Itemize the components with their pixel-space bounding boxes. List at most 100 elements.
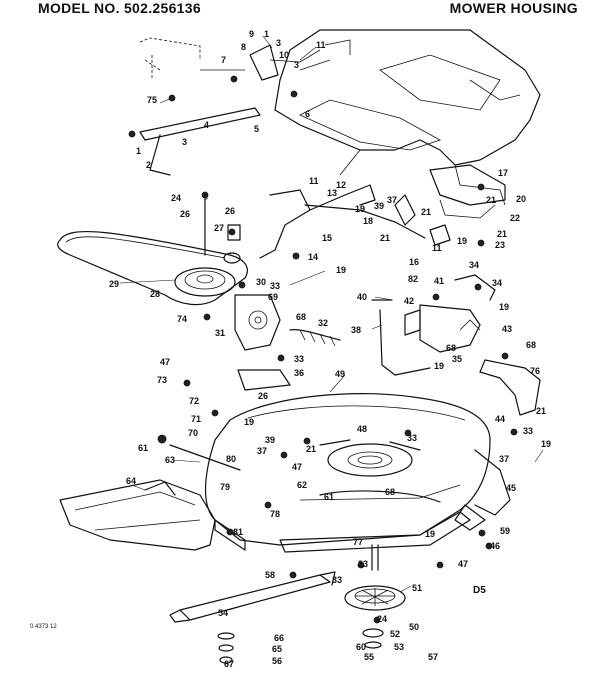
part-label-61: 61	[138, 443, 148, 453]
part-label-76: 76	[530, 366, 540, 376]
part-label-16: 16	[409, 257, 419, 267]
part-label-68c: 68	[526, 340, 536, 350]
part-label-19: 19	[355, 204, 365, 214]
part-label-68b: 68	[446, 343, 456, 353]
part-label-19b: 19	[457, 236, 467, 246]
part-label-3: 3	[276, 38, 281, 48]
part-label-63: 63	[165, 455, 175, 465]
part-label-31: 31	[215, 328, 225, 338]
part-label-78: 78	[270, 509, 280, 519]
part-label-65: 65	[272, 644, 282, 654]
part-label-19c: 19	[336, 265, 346, 275]
part-label-9: 9	[249, 29, 254, 39]
mower-deck	[205, 393, 511, 553]
part-label-21: 21	[421, 207, 431, 217]
part-label-21d: 21	[497, 229, 507, 239]
belt-pulley-assembly	[57, 194, 248, 306]
part-label-55: 55	[364, 652, 374, 662]
part-label-70: 70	[188, 428, 198, 438]
part-label-3c: 3	[182, 137, 187, 147]
part-label-34b: 34	[492, 278, 502, 288]
part-label-33c: 33	[523, 426, 533, 436]
part-label-33d: 33	[407, 433, 417, 443]
part-label-47: 47	[160, 357, 170, 367]
part-label-82: 82	[408, 274, 418, 284]
part-label-50: 50	[409, 622, 419, 632]
part-label-64: 64	[126, 476, 136, 486]
part-label-12: 12	[336, 180, 346, 190]
part-label-5: 5	[254, 124, 259, 134]
part-label-19e: 19	[434, 361, 444, 371]
rear-linkage	[371, 274, 541, 416]
fasteners	[128, 75, 518, 624]
part-label-24b: 24	[377, 614, 387, 624]
part-label-68d: 68	[385, 487, 395, 497]
part-label-8: 8	[241, 42, 246, 52]
part-label-47c: 47	[458, 559, 468, 569]
part-label-26c: 26	[258, 391, 268, 401]
part-label-69: 69	[268, 292, 278, 302]
part-label-73: 73	[157, 375, 167, 385]
part-label-49: 49	[335, 369, 345, 379]
part-label-21c: 21	[380, 233, 390, 243]
part-label-37c: 37	[499, 454, 509, 464]
part-label-26b: 26	[225, 206, 235, 216]
part-label-33f: 33	[332, 575, 342, 585]
figure-id: 0 4373 12	[30, 624, 57, 630]
part-label-43: 43	[502, 324, 512, 334]
part-label-51: 51	[412, 583, 422, 593]
part-label-18: 18	[363, 216, 373, 226]
part-label-57: 57	[428, 652, 438, 662]
part-label-3b: 3	[294, 60, 299, 70]
part-label-33: 33	[270, 281, 280, 291]
part-label-15: 15	[322, 233, 332, 243]
part-label-29: 29	[109, 279, 119, 289]
part-label-53: 53	[394, 642, 404, 652]
part-label-71: 71	[191, 414, 201, 424]
model-number: MODEL NO. 502.256136	[38, 0, 201, 16]
part-label-72: 72	[189, 396, 199, 406]
part-label-74: 74	[177, 314, 187, 324]
idler-bracket	[234, 294, 341, 391]
part-label-11b: 11	[309, 176, 319, 186]
part-label-62: 62	[297, 480, 307, 490]
part-label-7: 7	[221, 55, 226, 65]
part-label-61b: 61	[324, 492, 334, 502]
part-label-48: 48	[357, 424, 367, 434]
part-label-17: 17	[498, 168, 508, 178]
part-label-11: 11	[316, 40, 326, 50]
part-label-32: 32	[318, 318, 328, 328]
part-label-56: 56	[272, 656, 282, 666]
part-label-30: 30	[256, 277, 266, 287]
part-label-1: 1	[264, 29, 269, 39]
part-label-52: 52	[390, 629, 400, 639]
part-label-59: 59	[500, 526, 510, 536]
part-labels: 9 1 3 11 8 10 3 7 75 6 4 5 1 3 2 17 11 1…	[30, 29, 551, 669]
part-label-37: 37	[387, 195, 397, 205]
part-label-6: 6	[305, 109, 310, 119]
part-label-36: 36	[294, 368, 304, 378]
part-label-13: 13	[327, 188, 337, 198]
part-label-28: 28	[150, 289, 160, 299]
part-label-19g: 19	[541, 439, 551, 449]
part-label-40: 40	[357, 292, 367, 302]
part-label-81: 81	[233, 527, 243, 537]
part-label-4: 4	[204, 120, 209, 130]
part-label-37b: 37	[257, 446, 267, 456]
part-label-39b: 39	[265, 435, 275, 445]
part-label-68: 68	[296, 312, 306, 322]
part-label-44: 44	[495, 414, 505, 424]
part-label-46: 46	[490, 541, 500, 551]
diagram-code: D5	[473, 585, 486, 596]
discharge-chute	[59, 434, 241, 551]
part-label-26: 26	[180, 209, 190, 219]
part-label-14: 14	[308, 252, 318, 262]
blade-spindle	[169, 544, 406, 664]
part-label-47b: 47	[292, 462, 302, 472]
part-label-23: 23	[495, 240, 505, 250]
part-label-38: 38	[351, 325, 361, 335]
part-label-20: 20	[516, 194, 526, 204]
section-title: MOWER HOUSING	[449, 0, 578, 16]
part-label-19d: 19	[499, 302, 509, 312]
